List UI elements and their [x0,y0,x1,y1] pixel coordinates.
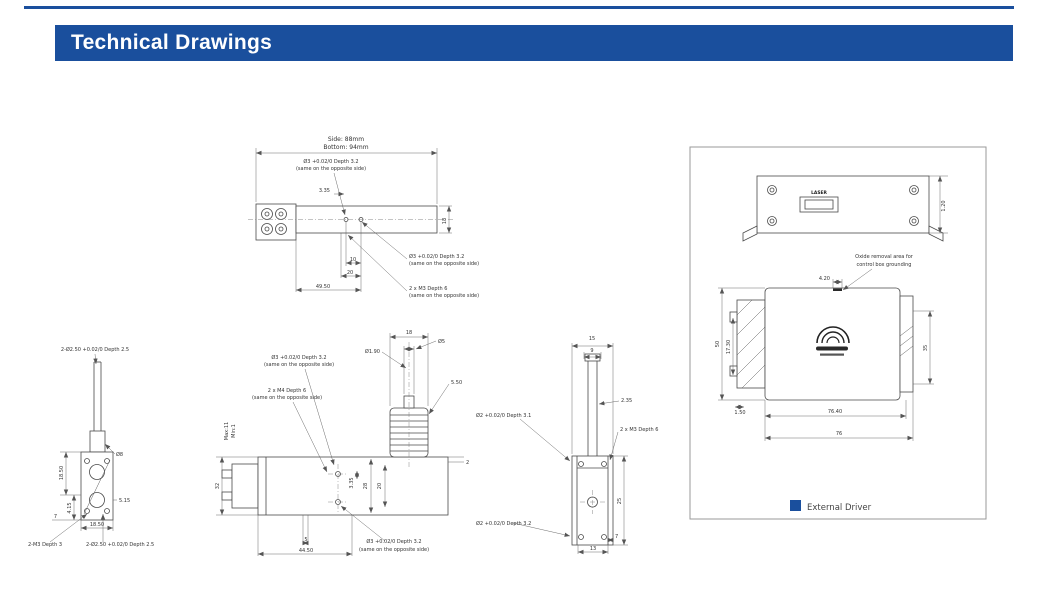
legend-label: External Driver [807,503,872,513]
dim-2-35: 2.35 [621,398,632,404]
dim-32: 32 [215,483,221,489]
left-view-drawing: 2-Ø2.50 +0.02/0 Depth 2.5 Ø8 18.50 4.15 … [28,346,154,548]
brand-logo [816,326,850,356]
dim-1-50: 1.50 [734,410,745,416]
driver-connector [736,299,766,389]
dim-18-50-bottom: 18.50 [90,522,104,528]
side-view-drawing: Side: 88mm Bottom: 94mm Ø3 +0.02/0 Depth… [248,136,479,299]
note-hole-top-sub: (same on the opposite side) [296,166,366,172]
legend: External Driver [790,500,872,513]
dim-28: 28 [363,483,369,489]
dim-overall-bottom: Bottom: 94mm [323,144,368,151]
dim-18-turret: 18 [406,330,412,336]
note-hole-topview-sub: (same on the opposite side) [264,362,334,368]
note-m4-sub: (same on the opposite side) [252,395,322,401]
note-hole-top: Ø3 +0.02/0 Depth 3.2 [303,158,358,165]
driver-front-view: Oxide removal area for control box groun… [715,254,934,441]
dim-overall-side: Side: 88mm [328,136,364,143]
dim-44-50: 44.50 [299,548,313,554]
dim-1-20: 1.20 [941,200,947,211]
dim-4-15: 4.15 [67,502,73,513]
dim-4-20: 4.20 [819,276,830,282]
dim-76: 76 [836,431,842,437]
dim-3-35: 3.35 [319,188,330,194]
note-hole-bottom-topview: Ø3 +0.02/0 Depth 3.2 [366,538,421,545]
dim-7: 7 [54,514,57,520]
dim-max: Max:11 [224,422,230,440]
dim-13: 13 [590,546,596,552]
top-accent-rule [24,6,1014,9]
external-driver-panel: LASER 1.20 [689,146,987,520]
page-title: Technical Drawings [71,31,273,54]
note-oxide-2: control box grounding [857,262,912,268]
dim-18-50-left: 18.50 [59,466,65,480]
note-m3-frontview: 2 x M3 Depth 6 [620,427,658,433]
dim-d5: Ø5 [438,338,445,345]
note-hole-right: Ø3 +0.02/0 Depth 3.2 [409,253,464,260]
side-view-connector [255,203,297,241]
dim-cable-diameter: Ø8 [116,451,123,458]
dim-49-50: 49.50 [316,284,330,290]
note-m4: 2 x M4 Depth 6 [268,388,306,394]
dim-17-30: 17.30 [726,340,732,354]
note-hole-bottom: 2-Ø2.50 +0.02/0 Depth 2.5 [86,541,154,548]
note-hole-bottom-frontview: Ø2 +0.02/0 Depth 3.2 [476,520,531,527]
dim-76-40: 76.40 [828,409,842,415]
dim-5-50: 5.50 [451,380,462,386]
dim-5-15: 5.15 [119,498,130,504]
driver-bracket-plate [756,175,930,234]
top-view-plug [231,463,259,509]
front-view-drawing: 15 9 2.35 Ø2 +0.02/0 Depth 3.1 2 x M3 De… [476,336,658,555]
dim-18: 18 [442,218,448,224]
note-hole-right-sub: (same on the opposite side) [409,261,479,267]
note-hole-left-frontview: Ø2 +0.02/0 Depth 3.1 [476,412,531,419]
dim-35: 35 [923,345,929,351]
left-view-cable-sleeve [89,430,106,453]
driver-side-strip [899,295,914,393]
dim-10: 10 [350,257,356,263]
dim-15: 15 [589,336,595,342]
note-oxide-1: Oxide removal area for [855,254,914,260]
note-hole-bottom-topview-sub: (same on the opposite side) [359,547,429,553]
top-view-drawing: 18 Ø5 Ø1.90 5.50 Ø3 +0.02/0 Depth 3.2 (s… [215,330,469,557]
driver-top-view: LASER 1.20 [742,175,948,242]
dim-min: Min:1 [231,424,237,438]
dim-7-frontview: 7 [615,534,618,540]
dim-2: 2 [466,460,469,466]
note-hole-topview: Ø3 +0.02/0 Depth 3.2 [271,354,326,361]
legend-color-swatch [790,500,801,511]
dim-d1-90: Ø1.90 [365,348,380,355]
note-m3: 2 x M3 Depth 6 [409,286,447,292]
dim-25: 25 [617,498,623,504]
note-m3-sub: (same on the opposite side) [409,293,479,299]
dim-5: 5 [304,537,307,543]
front-view-probe-cap [584,353,601,362]
dim-20: 20 [347,270,353,276]
top-view-body [257,456,449,516]
dim-3-35-topview: 3.35 [349,477,355,488]
aperture-label: LASER [811,190,827,196]
dim-50: 50 [715,341,721,347]
driver-box [764,287,901,401]
dim-20-topview: 20 [377,483,383,489]
note-hole-cable-top: 2-Ø2.50 +0.02/0 Depth 2.5 [61,346,129,353]
note-m3-depth3: 2-M3 Depth 3 [28,542,62,548]
driver-aperture [799,196,839,213]
page-header: Technical Drawings [55,25,1013,61]
dim-9: 9 [590,348,593,354]
